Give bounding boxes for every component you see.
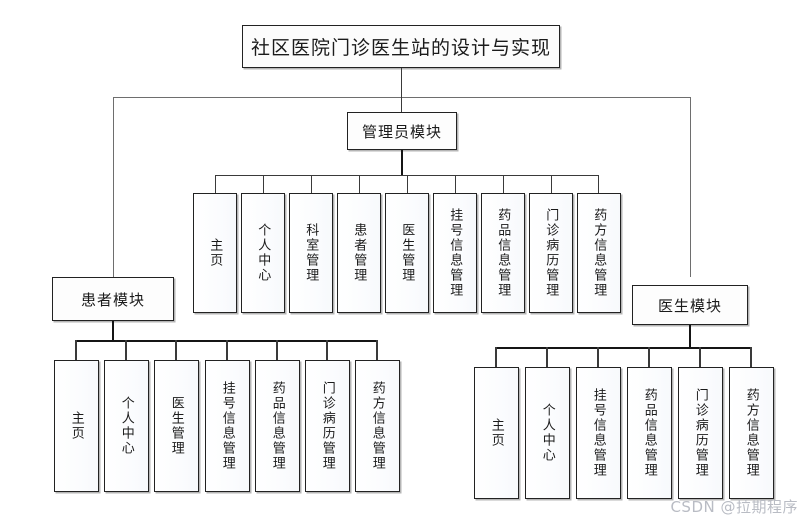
leaf-node-patient-2[interactable]: 个人中心	[104, 360, 149, 492]
leaf-node-admin-3[interactable]: 科室管理	[289, 193, 333, 313]
leaf-label-admin-6: 挂号信息管理	[448, 208, 464, 298]
leaf-label-patient-1: 主页	[69, 411, 85, 441]
leaf-node-admin-8[interactable]: 门诊病历管理	[529, 193, 573, 313]
connector-doctor-drop-4	[648, 347, 650, 367]
watermark-text: CSDN @拉期程序	[670, 498, 798, 516]
connector-doctor-bus	[495, 347, 751, 349]
leaf-label-doctor-2: 个人中心	[540, 403, 556, 463]
leaf-node-patient-6[interactable]: 门诊病历管理	[305, 360, 350, 492]
connector-patient-stem	[112, 321, 114, 340]
connector-bus-to-doctor	[690, 97, 691, 277]
leaf-node-admin-9[interactable]: 药方信息管理	[577, 193, 621, 313]
leaf-label-admin-9: 药方信息管理	[592, 208, 608, 298]
connector-doctor-stem	[689, 325, 691, 347]
leaf-node-patient-1[interactable]: 主页	[54, 360, 99, 492]
connector-admin-drop-2	[263, 175, 264, 193]
module-label-admin: 管理员模块	[361, 124, 442, 141]
leaf-label-doctor-3: 挂号信息管理	[591, 388, 607, 478]
leaf-node-doctor-6[interactable]: 药方信息管理	[729, 367, 774, 499]
leaf-node-admin-6[interactable]: 挂号信息管理	[433, 193, 477, 313]
connector-patient-drop-5	[276, 340, 278, 360]
connector-patient-drop-2	[125, 340, 127, 360]
leaf-node-admin-1[interactable]: 主页	[193, 193, 237, 313]
leaf-node-patient-7[interactable]: 药方信息管理	[355, 360, 400, 492]
module-label-doctor: 医生模块	[657, 298, 722, 315]
leaf-label-admin-1: 主页	[208, 238, 224, 268]
leaf-label-admin-2: 个人中心	[256, 223, 272, 283]
leaf-label-doctor-6: 药方信息管理	[744, 388, 760, 478]
leaf-label-patient-3: 医生管理	[169, 396, 185, 456]
leaf-node-patient-4[interactable]: 挂号信息管理	[205, 360, 250, 492]
leaf-label-patient-4: 挂号信息管理	[220, 381, 236, 471]
connector-admin-drop-4	[359, 175, 360, 193]
connector-admin-drop-8	[551, 175, 552, 193]
leaf-label-admin-4: 患者管理	[352, 223, 368, 283]
module-label-patient: 患者模块	[80, 292, 145, 309]
leaf-node-doctor-4[interactable]: 药品信息管理	[627, 367, 672, 499]
connector-admin-drop-6	[455, 175, 456, 193]
connector-bus-to-patient	[113, 97, 114, 277]
leaf-label-admin-7: 药品信息管理	[496, 208, 512, 298]
leaf-label-admin-3: 科室管理	[304, 223, 320, 283]
module-node-admin[interactable]: 管理员模块	[347, 112, 457, 150]
leaf-node-admin-4[interactable]: 患者管理	[337, 193, 381, 313]
leaf-node-patient-5[interactable]: 药品信息管理	[255, 360, 300, 492]
module-node-patient[interactable]: 患者模块	[52, 277, 174, 321]
connector-patient-drop-1	[75, 340, 77, 360]
leaf-label-admin-8: 门诊病历管理	[544, 208, 560, 298]
connector-root-stem	[401, 68, 402, 97]
leaf-node-doctor-3[interactable]: 挂号信息管理	[576, 367, 621, 499]
leaf-node-admin-2[interactable]: 个人中心	[241, 193, 285, 313]
root-node-label: 社区医院门诊医生站的设计与实现	[250, 38, 551, 59]
leaf-node-admin-7[interactable]: 药品信息管理	[481, 193, 525, 313]
leaf-node-patient-3[interactable]: 医生管理	[154, 360, 199, 492]
leaf-label-patient-2: 个人中心	[119, 396, 135, 456]
connector-bus-to-admin	[401, 97, 402, 112]
leaf-node-doctor-5[interactable]: 门诊病历管理	[678, 367, 723, 499]
leaf-label-patient-5: 药品信息管理	[270, 381, 286, 471]
connector-main-bus	[113, 97, 691, 98]
leaf-label-doctor-5: 门诊病历管理	[693, 388, 709, 478]
connector-patient-drop-6	[326, 340, 328, 360]
connector-doctor-drop-6	[750, 347, 752, 367]
connector-admin-bus	[215, 175, 598, 176]
leaf-label-doctor-4: 药品信息管理	[642, 388, 658, 478]
module-node-doctor[interactable]: 医生模块	[632, 285, 748, 325]
root-node-title[interactable]: 社区医院门诊医生站的设计与实现	[242, 25, 560, 68]
connector-doctor-drop-5	[699, 347, 701, 367]
leaf-label-patient-7: 药方信息管理	[370, 381, 386, 471]
connector-doctor-drop-3	[597, 347, 599, 367]
leaf-node-doctor-2[interactable]: 个人中心	[525, 367, 570, 499]
connector-admin-drop-1	[215, 175, 216, 193]
leaf-node-admin-5[interactable]: 医生管理	[385, 193, 429, 313]
leaf-label-patient-6: 门诊病历管理	[320, 381, 336, 471]
connector-patient-drop-3	[175, 340, 177, 360]
connector-admin-drop-9	[598, 175, 599, 193]
leaf-label-doctor-1: 主页	[489, 418, 505, 448]
connector-doctor-drop-1	[495, 347, 497, 367]
connector-patient-drop-4	[226, 340, 228, 360]
connector-admin-drop-7	[503, 175, 504, 193]
connector-admin-drop-5	[407, 175, 408, 193]
connector-doctor-drop-2	[546, 347, 548, 367]
connector-admin-stem	[401, 150, 403, 175]
leaf-label-admin-5: 医生管理	[400, 223, 416, 283]
connector-admin-drop-3	[311, 175, 312, 193]
leaf-node-doctor-1[interactable]: 主页	[474, 367, 519, 499]
connector-patient-drop-7	[376, 340, 378, 360]
